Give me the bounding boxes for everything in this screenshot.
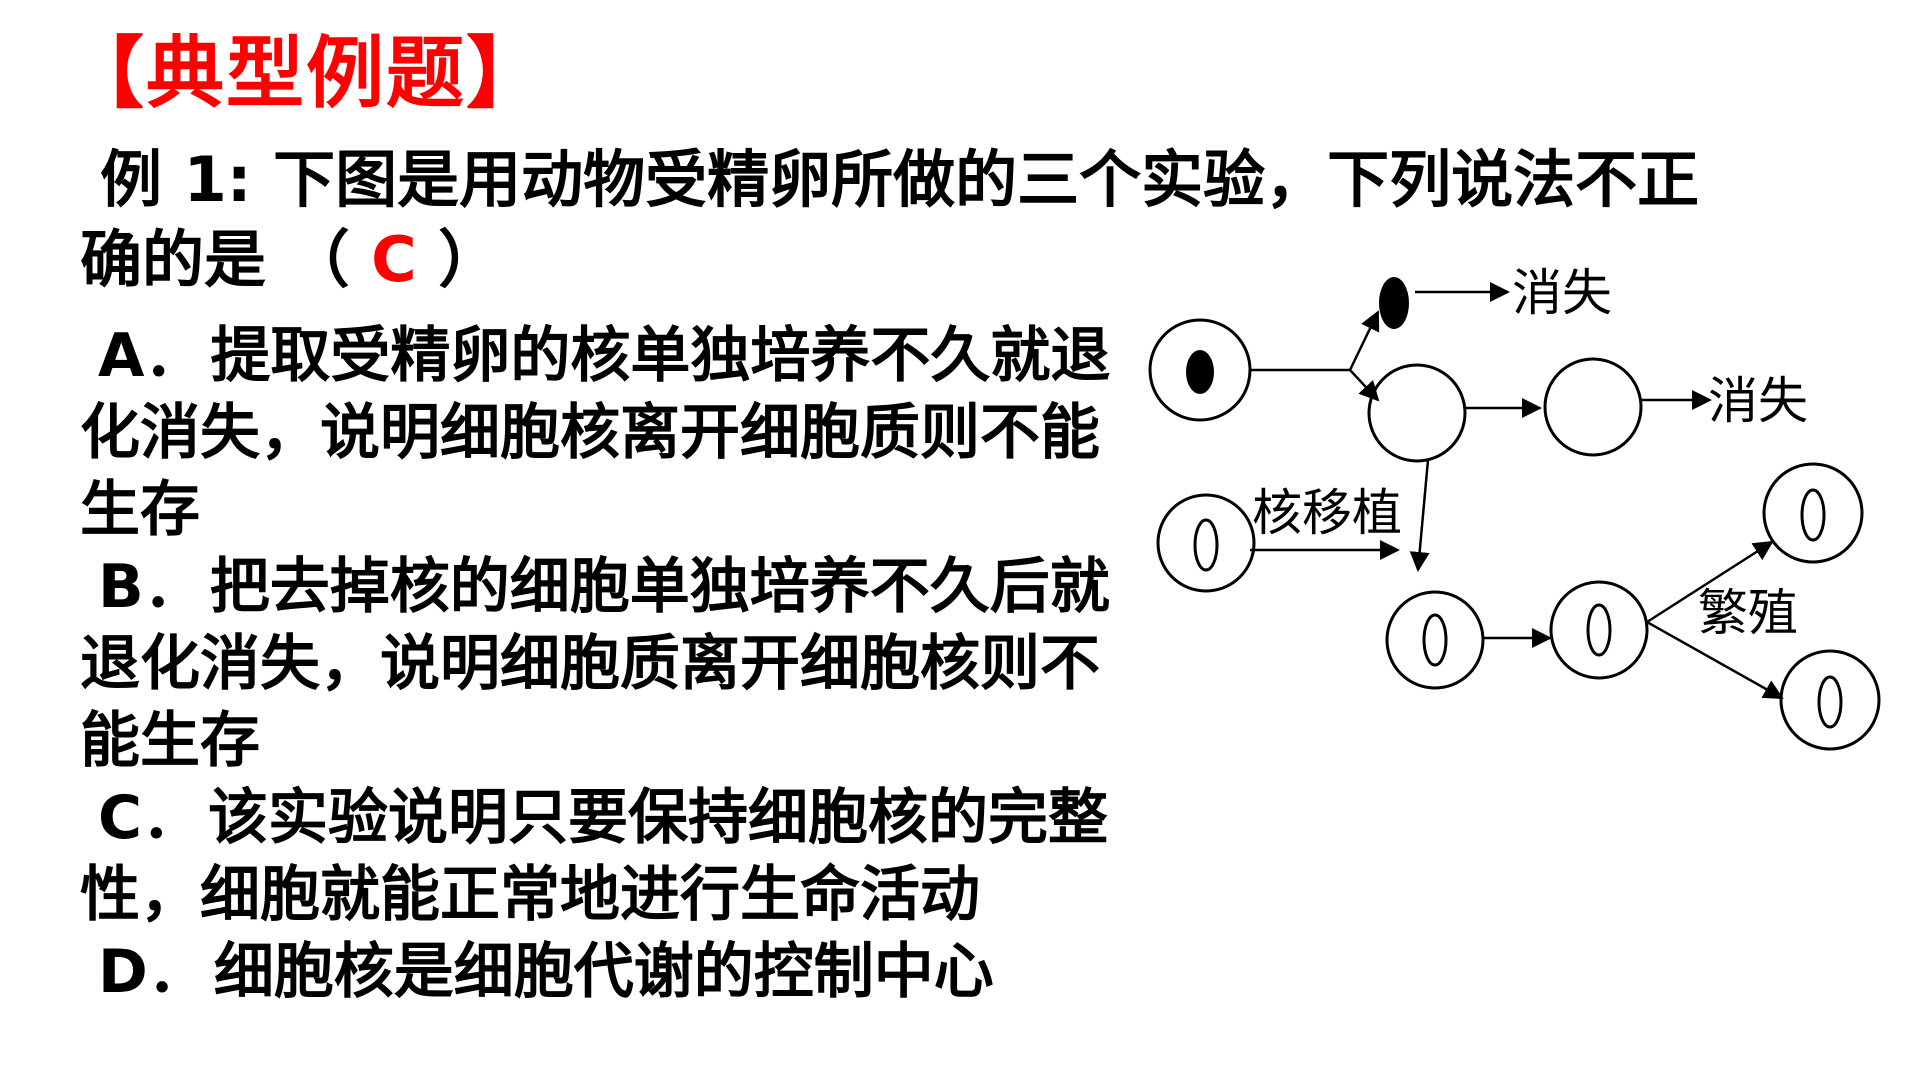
enucleated-cell bbox=[1367, 363, 1467, 463]
option-c: C．该实验说明只要保持细胞核的完整性，细胞就能正常地进行生命活动 bbox=[80, 780, 1120, 934]
question-prefix: 确的是 （ bbox=[80, 223, 372, 296]
option-text: 把去掉核的细胞单独培养不久后就退化消失，说明细胞质离开细胞核则不能生存 bbox=[80, 552, 1110, 776]
option-letter: D． bbox=[98, 937, 208, 1007]
option-b: B．把去掉核的细胞单独培养不久后就退化消失，说明细胞质离开细胞核则不能生存 bbox=[80, 549, 1120, 780]
arrow-reproduce-up bbox=[1646, 540, 1774, 624]
answer-letter: C bbox=[371, 223, 417, 296]
cultured-enucleated-cell bbox=[1543, 357, 1643, 457]
egg-nucleus bbox=[1186, 350, 1214, 394]
option-list: A．提取受精卵的核单独培养不久就退化消失，说明细胞核离开细胞质则不能生存 B．把… bbox=[80, 318, 1120, 1011]
developed-nucleus bbox=[1586, 603, 1612, 657]
question-suffix: ） bbox=[416, 223, 501, 296]
experiment-diagram: 消失 消失 核移植 繁殖 bbox=[1148, 264, 1881, 751]
label-disappear-1: 消失 bbox=[1512, 264, 1612, 322]
question-stem: 例 1: 下图是用动物受精卵所做的三个实验，下列说法不正 确的是 （ C ） bbox=[80, 140, 1780, 300]
label-reproduce: 繁殖 bbox=[1698, 584, 1798, 642]
offspring-nucleus-1 bbox=[1800, 488, 1826, 542]
option-letter: A． bbox=[98, 321, 205, 391]
donor-cell bbox=[1156, 493, 1256, 593]
arrow-reproduce-down bbox=[1646, 620, 1784, 700]
question-line-2: 确的是 （ C ） bbox=[80, 220, 1780, 300]
option-letter: C． bbox=[98, 783, 203, 853]
label-transplant: 核移植 bbox=[1252, 484, 1402, 542]
reconstructed-nucleus bbox=[1422, 613, 1448, 667]
offspring-cell-1 bbox=[1762, 462, 1864, 564]
donor-nucleus bbox=[1193, 518, 1219, 572]
option-letter: B． bbox=[98, 552, 204, 622]
reconstructed-cell bbox=[1385, 590, 1485, 690]
option-text: 提取受精卵的核单独培养不久就退化消失，说明细胞核离开细胞质则不能生存 bbox=[80, 321, 1111, 545]
offspring-cell-2 bbox=[1779, 649, 1881, 751]
option-text: 该实验说明只要保持细胞核的完整性，细胞就能正常地进行生命活动 bbox=[80, 783, 1109, 930]
developed-cell bbox=[1549, 580, 1649, 680]
slide-heading: 【典型例题】 bbox=[66, 29, 547, 119]
label-disappear-2: 消失 bbox=[1708, 372, 1808, 430]
option-text: 细胞核是细胞代谢的控制中心 bbox=[213, 937, 994, 1007]
option-a: A．提取受精卵的核单独培养不久就退化消失，说明细胞核离开细胞质则不能生存 bbox=[80, 318, 1120, 549]
question-line-1: 例 1: 下图是用动物受精卵所做的三个实验，下列说法不正 bbox=[100, 143, 1700, 216]
arrow-down-transplant bbox=[1409, 459, 1430, 572]
isolated-nucleus bbox=[1379, 277, 1409, 329]
option-d: D．细胞核是细胞代谢的控制中心 bbox=[80, 934, 1120, 1011]
arrow-to-nucleus bbox=[1348, 310, 1380, 371]
offspring-nucleus-2 bbox=[1817, 675, 1843, 729]
